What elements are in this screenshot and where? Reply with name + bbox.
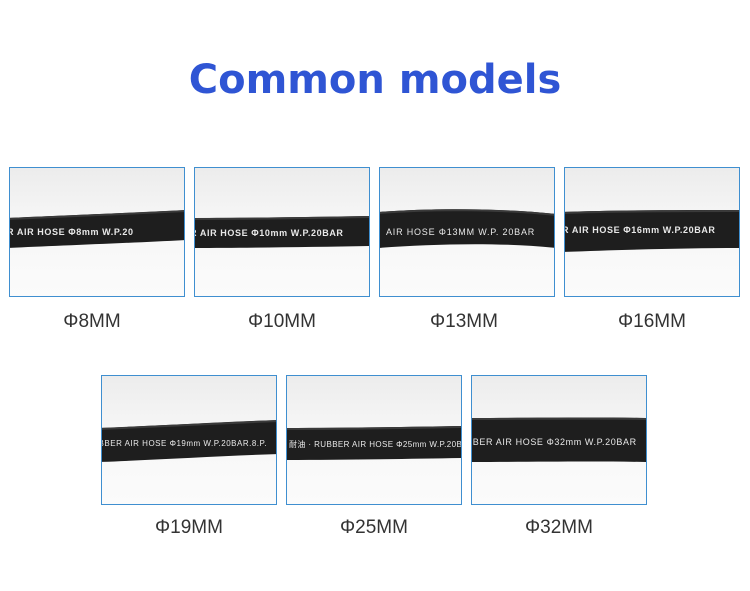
model-label-32mm: Φ32MM [525,517,593,538]
model-card-16mm: RUBBER AIR HOSE Φ16mm W.P.20BAR [564,167,740,297]
hose-print-text: RUBBER AIR HOSE Φ19mm W.P.20BAR.8.P. [102,439,267,448]
hose-print-text: RUBBER AIR HOSE Φ10mm W.P.20BAR [195,228,344,238]
hose-print-text: RUBBER AIR HOSE Φ16mm W.P.20BAR [565,225,716,235]
hose-print-text: AIR HOSE Φ13MM W.P. 20BAR [386,227,535,237]
model-card-19mm: RUBBER AIR HOSE Φ19mm W.P.20BAR.8.P. [101,375,277,505]
model-card-10mm: RUBBER AIR HOSE Φ10mm W.P.20BAR [194,167,370,297]
model-card-13mm: AIR HOSE Φ13MM W.P. 20BAR [379,167,555,297]
page-title: Common models [188,57,562,103]
model-card-25mm: 耐油 · RUBBER AIR HOSE Φ25mm W.P.20BAR [286,375,462,505]
hose-print-text: RUBBER AIR HOSE Φ32mm W.P.20BAR [472,437,637,447]
hose-print-text: RUBBER AIR HOSE Φ8mm W.P.20 [10,227,134,237]
model-label-13mm: Φ13MM [430,311,498,332]
hose-image: AIR HOSE Φ13MM W.P. 20BAR [380,209,554,248]
hose-image: 耐油 · RUBBER AIR HOSE Φ25mm W.P.20BAR [287,426,461,460]
hose-print-text: 耐油 · RUBBER AIR HOSE Φ25mm W.P.20BAR [289,439,461,449]
hose-image: RUBBER AIR HOSE Φ32mm W.P.20BAR [472,417,646,462]
model-label-16mm: Φ16MM [618,311,686,332]
model-label-10mm: Φ10MM [248,311,316,332]
hose-image: RUBBER AIR HOSE Φ16mm W.P.20BAR [565,210,739,252]
model-label-8mm: Φ8MM [63,311,121,332]
model-label-25mm: Φ25MM [340,517,408,538]
hose-image: RUBBER AIR HOSE Φ10mm W.P.20BAR [195,216,369,248]
hose-image: RUBBER AIR HOSE Φ19mm W.P.20BAR.8.P. [102,420,276,462]
model-card-8mm: RUBBER AIR HOSE Φ8mm W.P.20 [9,167,185,297]
model-label-19mm: Φ19MM [155,517,223,538]
hose-image: RUBBER AIR HOSE Φ8mm W.P.20 [10,210,184,248]
model-card-32mm: RUBBER AIR HOSE Φ32mm W.P.20BAR [471,375,647,505]
